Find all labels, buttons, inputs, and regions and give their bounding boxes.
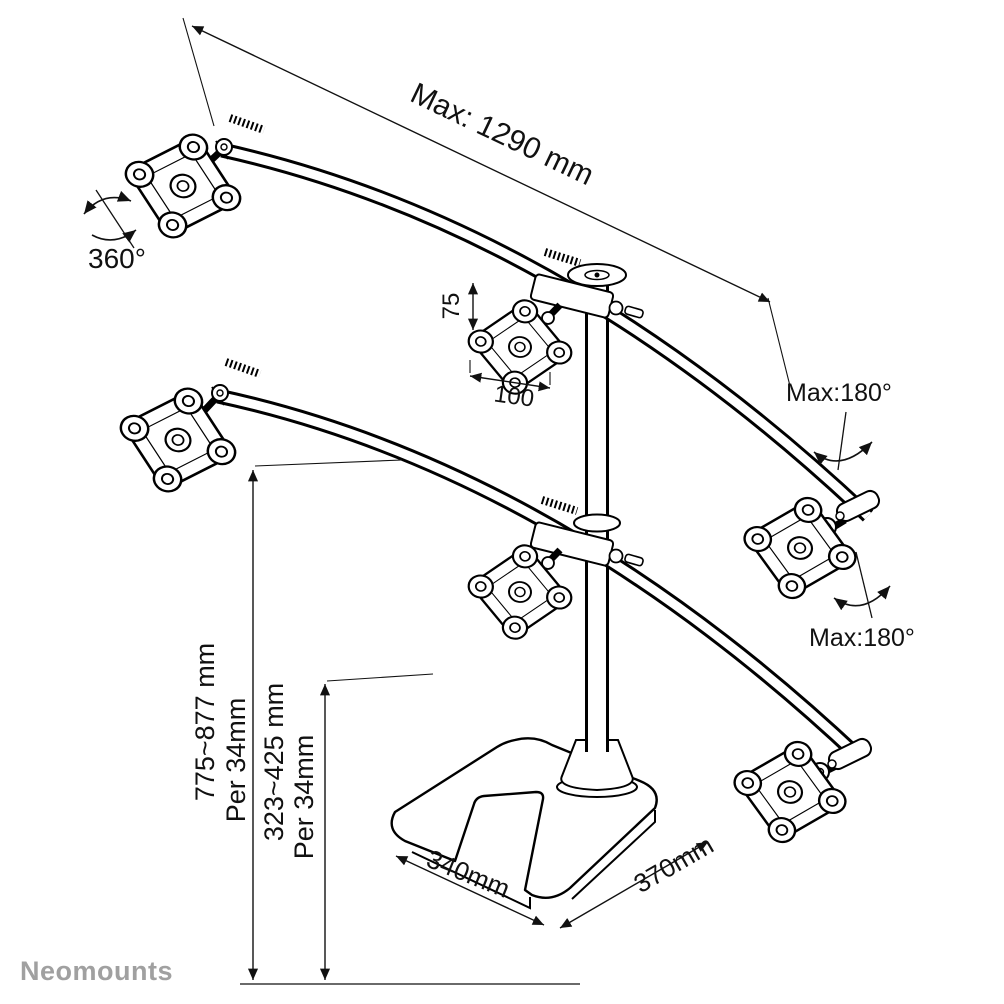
rack-teeth-lower-left bbox=[224, 358, 262, 378]
rack-teeth-upper-left bbox=[228, 114, 266, 134]
clamp-upper-teeth bbox=[543, 248, 582, 267]
clamp-lower bbox=[529, 496, 644, 567]
brand-logo: Neomounts bbox=[20, 956, 173, 986]
dimension-base bbox=[395, 841, 709, 929]
pole-collar bbox=[573, 513, 621, 533]
rotation-180-lower-indicator bbox=[833, 551, 891, 619]
rotation-180-upper-indicator bbox=[813, 411, 873, 471]
center-pole bbox=[567, 263, 627, 752]
base-cone bbox=[560, 739, 634, 792]
base-width-label: 370mm bbox=[628, 830, 718, 899]
height-step-low-label: Per 34mm bbox=[289, 735, 319, 860]
vesa-100-label: 100 bbox=[492, 380, 535, 412]
desk-base bbox=[390, 737, 658, 910]
height-range-full-label: 775~877 mm bbox=[190, 643, 220, 801]
clamp-upper-screw bbox=[608, 300, 624, 316]
dimension-max-width bbox=[182, 17, 791, 387]
clamp-lower-teeth bbox=[540, 496, 579, 515]
dimension-heights bbox=[240, 459, 580, 985]
base-depth-label: 340mm bbox=[423, 844, 515, 904]
handle-lower-right bbox=[827, 737, 873, 771]
vesa-plate-lower-right bbox=[722, 729, 858, 855]
height-range-low-label: 323~425 mm bbox=[259, 683, 289, 841]
handle-upper-right bbox=[835, 489, 881, 523]
rotation-360-label: 360° bbox=[88, 243, 146, 274]
dimension-vesa-100 bbox=[469, 360, 551, 392]
clamp-lower-screw bbox=[608, 548, 624, 564]
height-step-full-label: Per 34mm bbox=[221, 698, 251, 823]
rotation-360-indicator bbox=[83, 189, 137, 249]
max-180-upper-label: Max:180° bbox=[786, 379, 892, 407]
vesa-75-label: 75 bbox=[438, 293, 465, 320]
max-180-lower-label: Max:180° bbox=[809, 624, 915, 652]
